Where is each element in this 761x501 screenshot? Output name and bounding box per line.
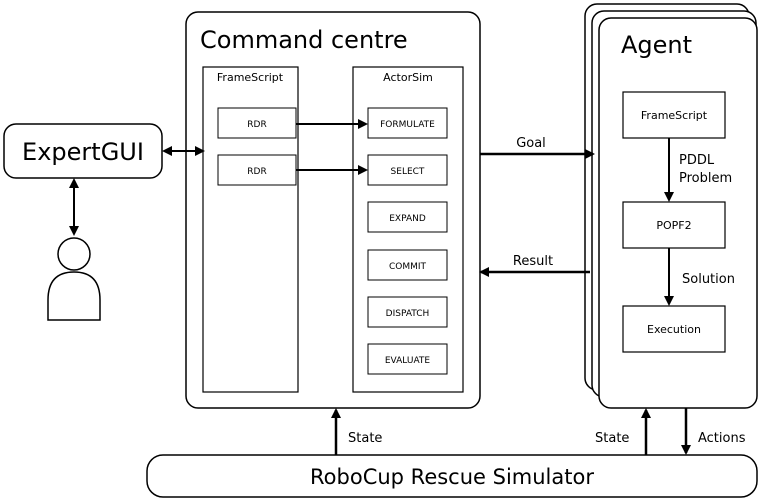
agent-framescript-label: FrameScript <box>641 109 708 122</box>
step-formulate-label: FORMULATE <box>380 120 435 130</box>
rdr-box-2-label: RDR <box>247 167 266 177</box>
problem-label: Problem <box>679 171 732 186</box>
step-dispatch-label: DISPATCH <box>386 309 430 319</box>
goal-label: Goal <box>516 136 546 151</box>
step-commit-label: COMMIT <box>389 262 427 272</box>
step-evaluate <box>367 343 448 375</box>
framescript-column-label: FrameScript <box>217 71 284 84</box>
simulator-label: RoboCup Rescue Simulator <box>310 465 594 489</box>
step-select-label: SELECT <box>391 167 425 177</box>
step-commit <box>367 249 448 281</box>
popf2-label: POPF2 <box>656 219 691 232</box>
step-expand-label: EXPAND <box>389 214 426 224</box>
step-dispatch <box>367 296 448 328</box>
result-label: Result <box>513 254 553 269</box>
command-centre-title: Command centre <box>200 26 408 54</box>
execution-node <box>622 305 726 353</box>
state-agent-label: State <box>595 431 629 446</box>
simulator-box <box>146 454 758 498</box>
popf2-node <box>622 201 726 249</box>
user-icon <box>47 237 101 321</box>
execution-label: Execution <box>647 323 701 336</box>
actorsim-column-label: ActorSim <box>383 71 433 84</box>
rdr-box-1-label: RDR <box>247 120 266 130</box>
solution-label: Solution <box>682 272 735 287</box>
rdr-box-2 <box>217 154 297 186</box>
pddl-label: PDDL <box>679 153 715 168</box>
expertgui-label: ExpertGUI <box>22 138 144 166</box>
step-evaluate-label: EVALUATE <box>385 356 431 366</box>
agent-title: Agent <box>621 31 692 59</box>
state-command-centre-label: State <box>348 431 382 446</box>
rdr-box-1 <box>217 107 297 139</box>
actions-label: Actions <box>698 431 746 446</box>
step-expand <box>367 201 448 233</box>
agent-framescript-node <box>622 91 726 139</box>
step-select <box>367 154 448 186</box>
step-formulate <box>367 107 448 139</box>
